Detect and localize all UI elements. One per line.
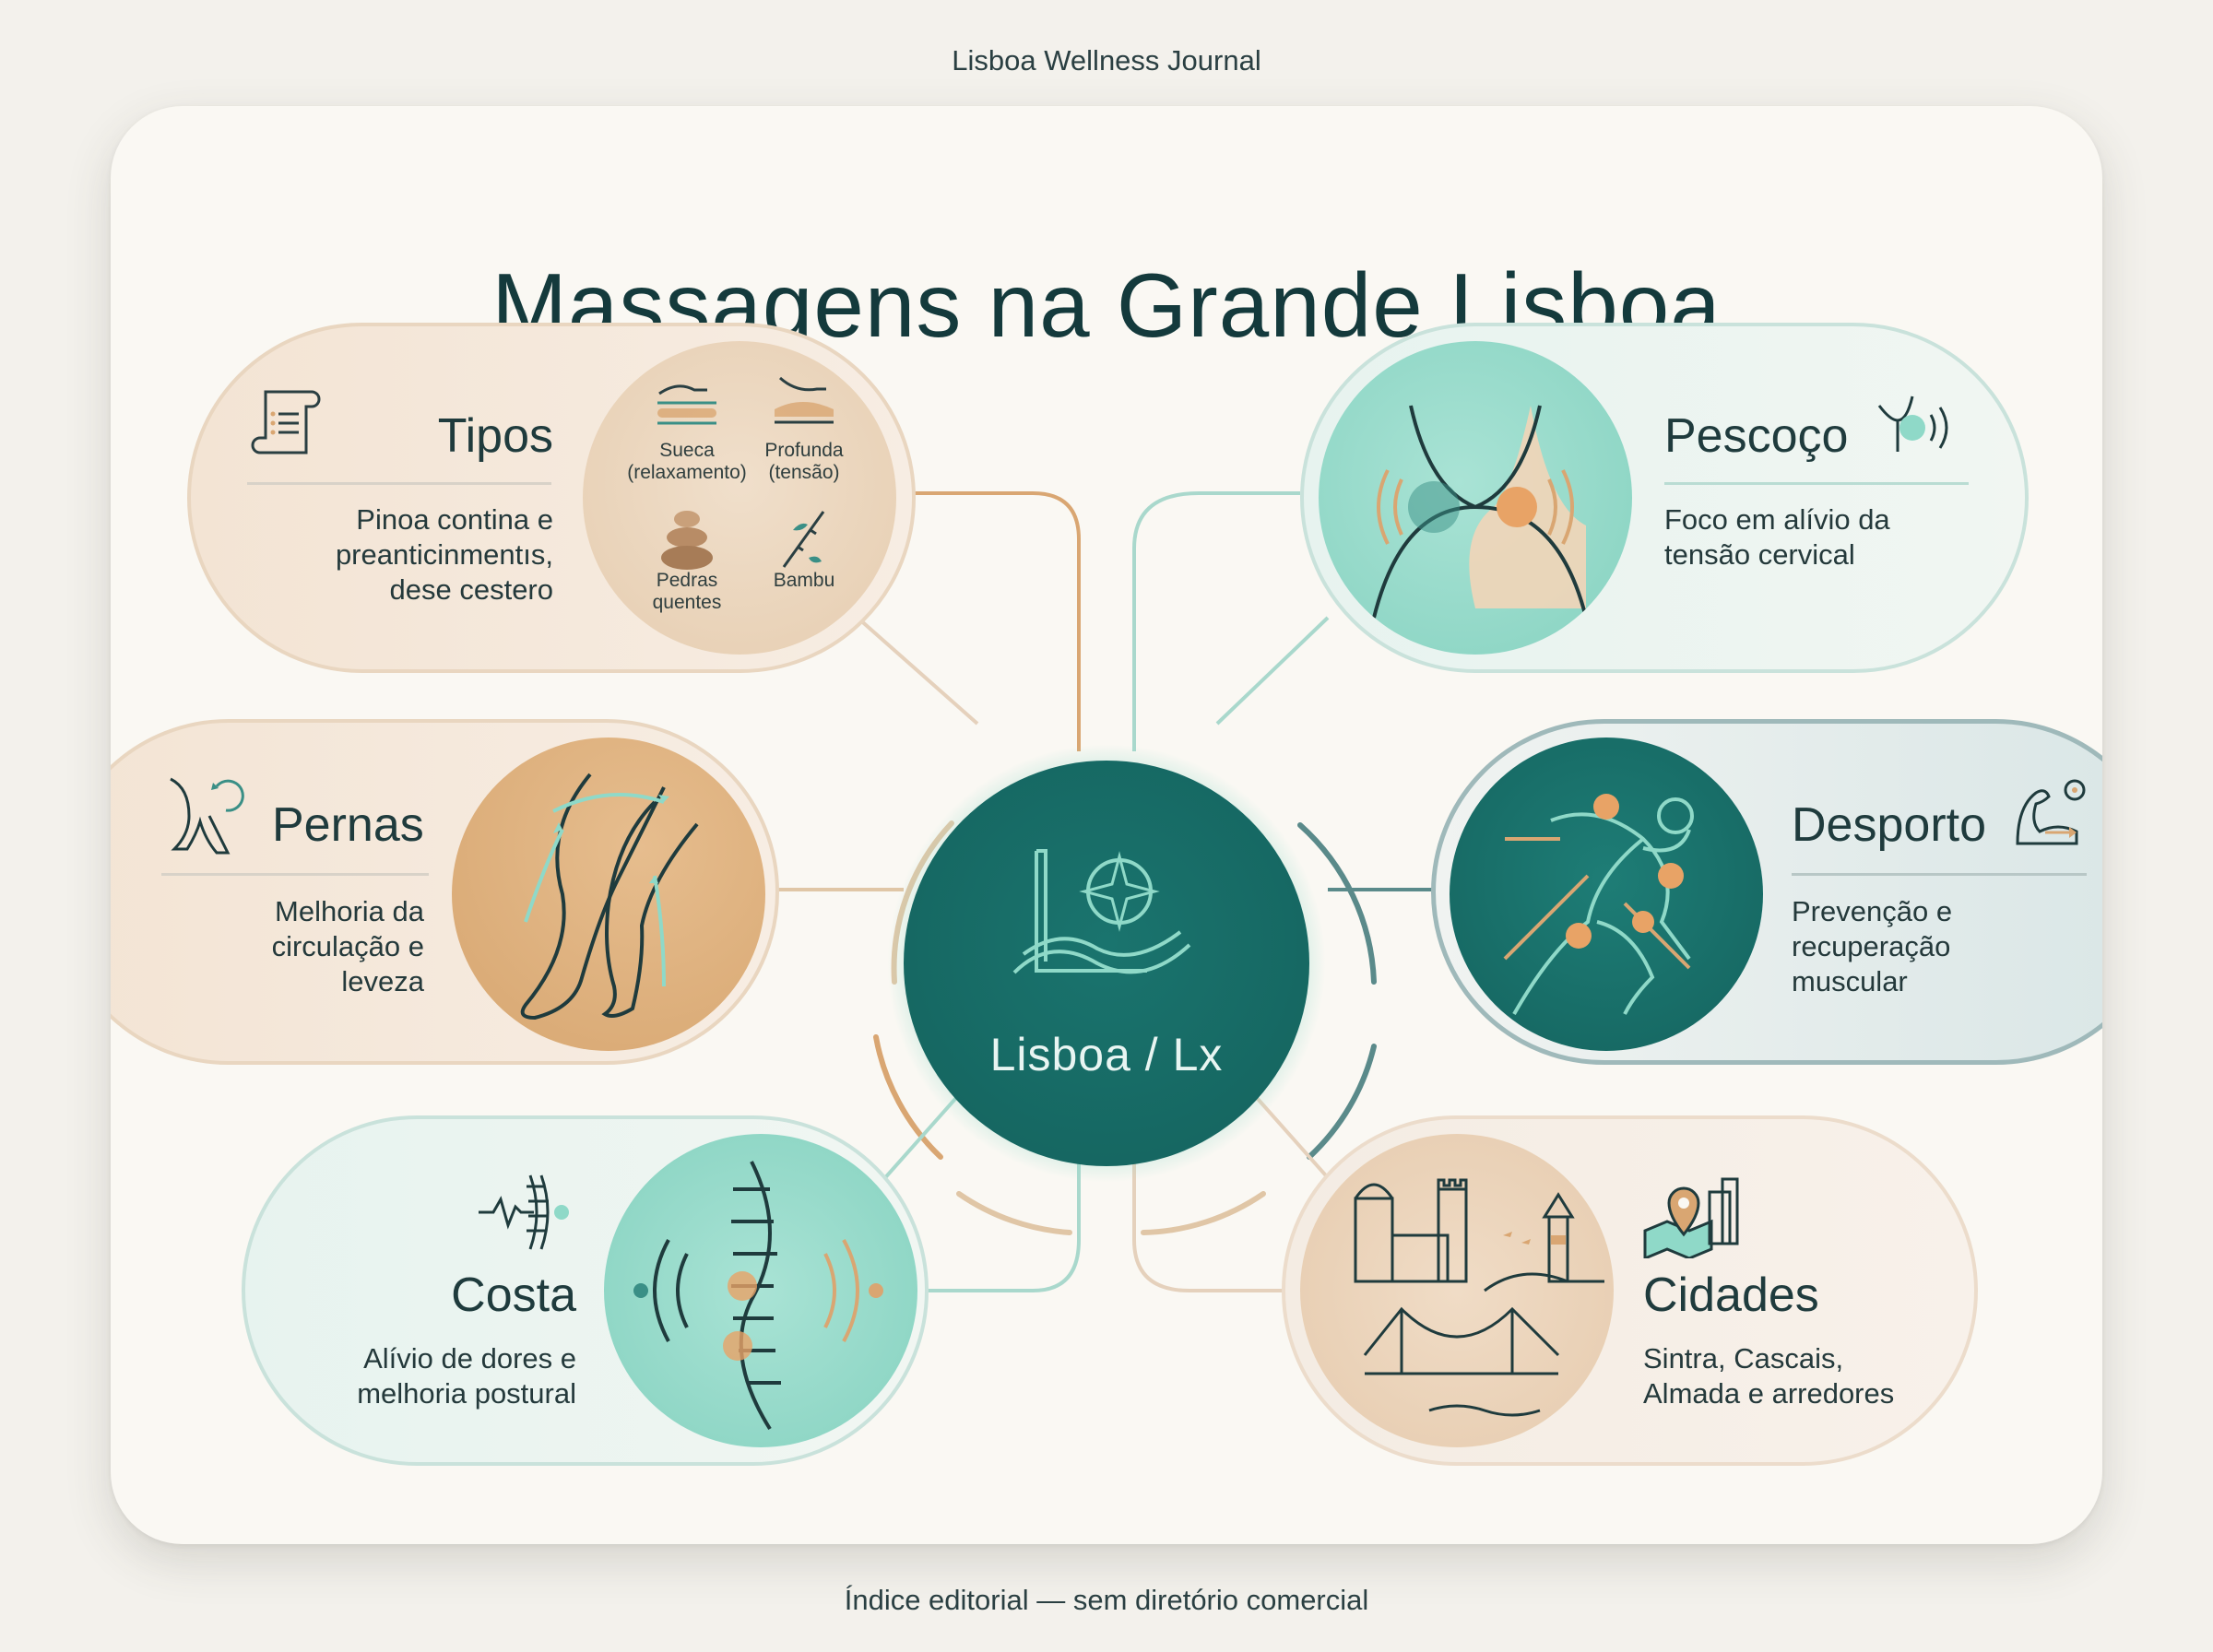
deep-tissue-icon	[775, 376, 834, 424]
cidades-circle	[1300, 1134, 1614, 1447]
bamboo-icon	[782, 511, 825, 568]
tipos-circle	[583, 341, 896, 655]
pernas-rule	[161, 873, 429, 876]
runner-illustration	[1503, 794, 1694, 1015]
spine-illustration	[633, 1161, 883, 1431]
costa-desc: Alívio de dores e melhoria postural	[357, 1342, 576, 1410]
type-pedras: Pedras quentes	[652, 570, 722, 613]
desporto-circle	[1450, 738, 1763, 1051]
leg-rotation-icon	[170, 777, 244, 855]
cidades-heading: Cidades	[1643, 1268, 1819, 1322]
swedish-massage-icon	[657, 384, 716, 425]
costa-heading: Costa	[451, 1268, 576, 1322]
type-sueca: Sueca (relaxamento)	[627, 440, 747, 483]
pernas-circle	[452, 738, 765, 1051]
neck-sound-icon	[1877, 395, 1948, 452]
center-circle[interactable]	[904, 761, 1309, 1166]
pescoco-rule	[1664, 482, 1969, 485]
scroll-icon	[251, 390, 321, 454]
spine-pulse-icon	[479, 1174, 569, 1250]
type-bambu: Bambu	[773, 570, 835, 591]
journal-name: Lisboa Wellness Journal	[952, 44, 1261, 77]
legs-illustration	[520, 773, 699, 1021]
flex-arm-gear-icon	[2016, 779, 2086, 845]
pescoco-circle	[1319, 341, 1632, 655]
map-pin-city-icon	[1643, 1177, 1739, 1258]
tipos-heading: Tipos	[437, 409, 553, 463]
desporto-desc: Prevenção e recuperação muscular	[1792, 895, 1953, 997]
pescoco-heading: Pescoço	[1664, 409, 1849, 463]
desporto-heading: Desporto	[1792, 798, 1986, 852]
pernas-desc: Melhoria da circulação e leveza	[271, 895, 424, 997]
pescoco-desc: Foco em alívio da tensão cervical	[1664, 503, 1890, 571]
tipos-desc: Pinoa contina e preanticinmentıs, dese c…	[335, 503, 553, 606]
desporto-rule	[1792, 873, 2087, 876]
tipos-rule	[247, 482, 551, 485]
type-profunda: Profunda (tensão)	[764, 440, 844, 483]
pernas-heading: Pernas	[272, 798, 424, 852]
compass-logo-icon	[1012, 849, 1191, 974]
center-label: Lisboa / Lx	[989, 1029, 1224, 1080]
footer-note: Índice editorial — sem diretório comerci…	[844, 1584, 1369, 1616]
costa-circle	[604, 1134, 917, 1447]
cidades-desc: Sintra, Cascais, Almada e arredores	[1643, 1342, 1895, 1410]
infographic-card: Massagens na Grande Lisboa	[111, 106, 2102, 1544]
hot-stones-icon	[661, 511, 713, 570]
connector-lines	[775, 491, 1438, 1292]
cities-illustration	[1354, 1178, 1604, 1417]
neck-illustration	[1372, 405, 1588, 619]
